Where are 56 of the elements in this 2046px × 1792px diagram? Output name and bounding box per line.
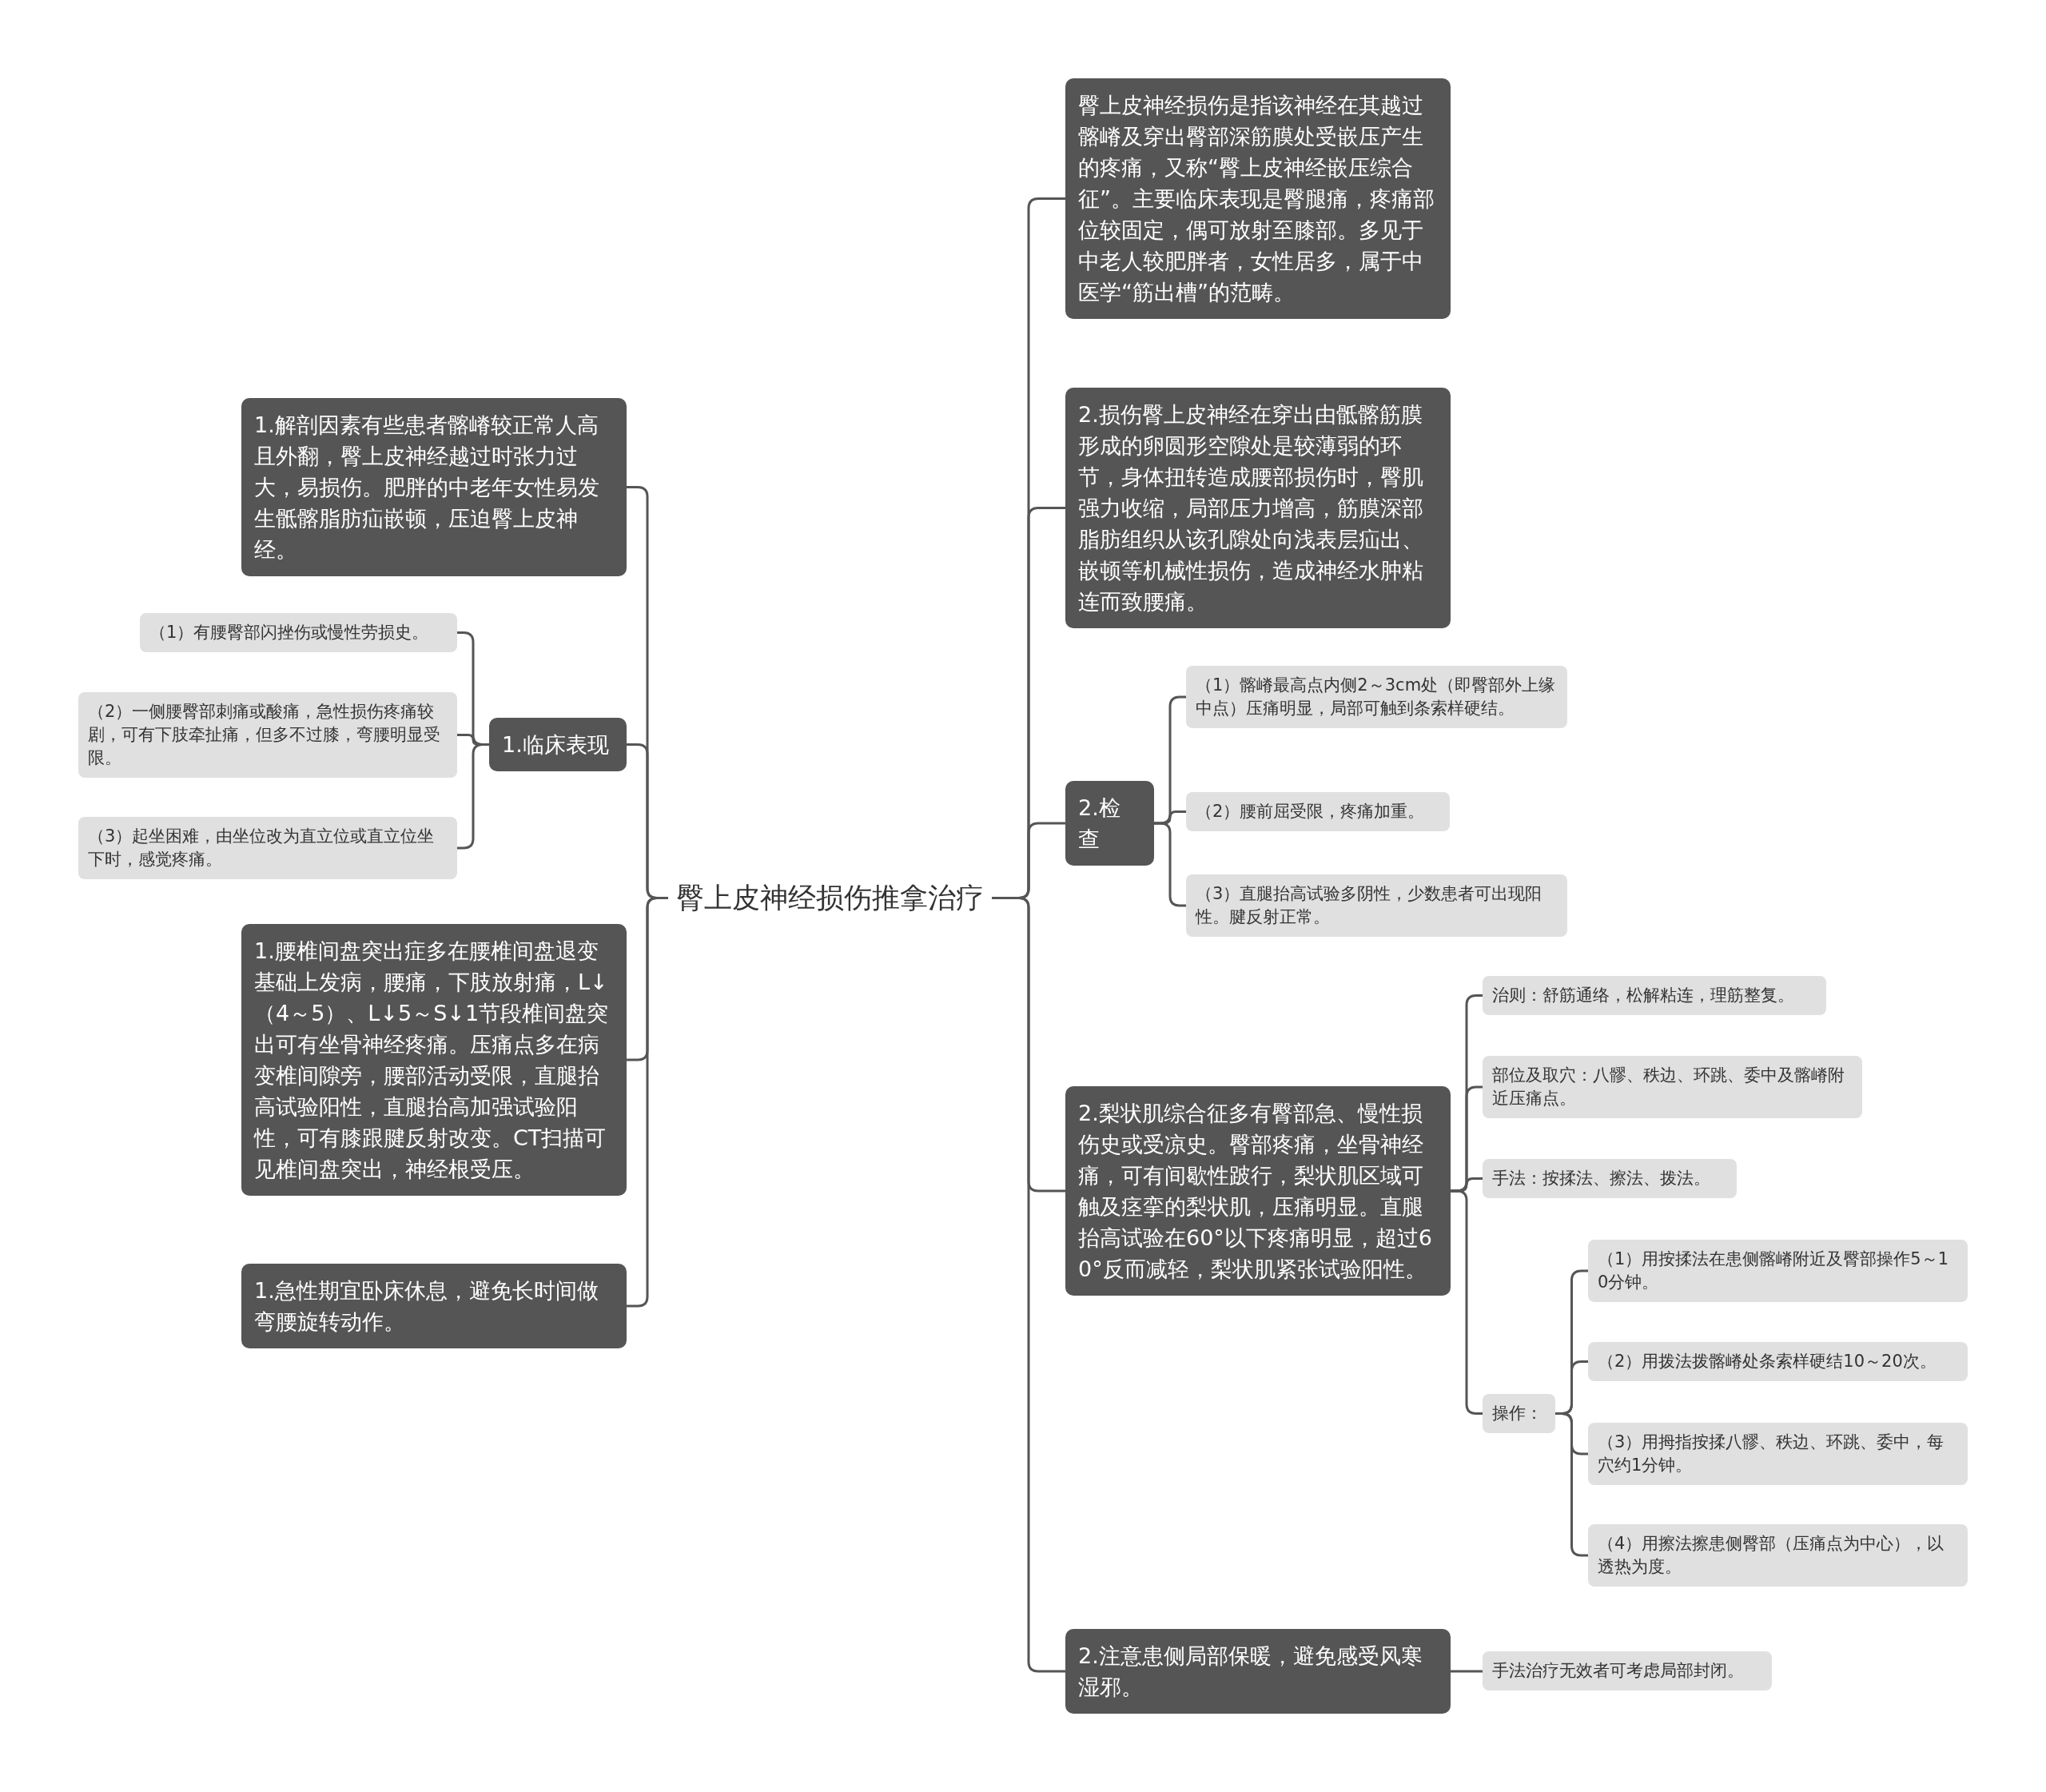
subtopic-box xyxy=(1483,1394,1555,1433)
node-text: 2.损伤臀上皮神经在穿出由骶髂筋膜形成的卵圆形空隙处是较薄弱的环节，身体扭转造成腰部损伤时，臀肌强力收缩，局部压力增高，筋膜深部脂肪组织从该孔隙处向浅表层疝出、嵌顿等机械性损伤，造成神经水肿粘连而致腰痛。 xyxy=(1078,401,1424,615)
node-text: （2）用拨法拨髂嵴处条索样硬结10～20次。 xyxy=(1598,1351,1937,1372)
node-text: 手法治疗无效者可考虑局部封闭。 xyxy=(1492,1660,1745,1682)
topic-box xyxy=(1065,1086,1451,1296)
connector-line xyxy=(1555,1412,1588,1557)
subtopic-box xyxy=(140,613,457,652)
node-text: 2.检查 xyxy=(1078,794,1121,853)
node-text: 1.解剖因素有些患者髂嵴较正常人高且外翻，臀上皮神经越过时张力过大，易损伤。肥胖的中老年女性易发生骶髂脂肪疝嵌顿，压迫臀上皮神经。 xyxy=(254,412,600,563)
node-text: 臀上皮神经损伤推拿治疗 xyxy=(676,881,984,915)
node-text: （3）用拇指按揉八髎、秩边、环跳、委中，每穴约1分钟。 xyxy=(1598,1432,1945,1476)
connector-line xyxy=(457,743,489,850)
node-text: 1.腰椎间盘突出症多在腰椎间盘退变基础上发病，腰痛，下肢放射痛，L↓（4～5）、L↓5～S↓1节段椎间盘突出可有坐骨神经疼痛。压痛点多在病变椎间隙旁，腰部活动受限，直腿抬高试验阳性，直腿抬高加强试验阳性，可有膝跟腱反射改变。CT扫描可见椎间盘突出，神经根受压。 xyxy=(254,938,610,1183)
node-text: （1）用按揉法在患侧髂嵴附近及臀部操作5～10分钟。 xyxy=(1598,1248,1950,1293)
node-text: 2.注意患侧局部保暖，避免感受风寒湿邪。 xyxy=(1078,1643,1423,1701)
node-text: 1.临床表现 xyxy=(502,731,610,759)
subtopic-box xyxy=(1186,792,1450,831)
node-text: （3）起坐困难，由坐位改为直立位或直立位坐下时，感觉疼痛。 xyxy=(88,826,436,870)
node-text: （4）用擦法擦患侧臀部（压痛点为中心），以透热为度。 xyxy=(1598,1533,1945,1578)
node-text: （3）直腿抬高试验多阴性，少数患者可出现阳性。腱反射正常。 xyxy=(1196,883,1543,928)
node-text: 治则：舒筋通络，松解粘连，理筋整复。 xyxy=(1492,985,1795,1006)
subtopic-box xyxy=(1588,1423,1968,1485)
subtopic-box xyxy=(1483,1056,1862,1118)
topic-box xyxy=(1065,388,1451,628)
node-text: （1）有腰臀部闪挫伤或慢性劳损史。 xyxy=(149,622,430,643)
node-text: 部位及取穴：八髎、秩边、环跳、委中及髂嵴附近压痛点。 xyxy=(1492,1065,1845,1109)
subtopic-box xyxy=(1483,1651,1772,1690)
connector-line xyxy=(992,897,1065,1673)
node-text: 手法：按揉法、擦法、拨法。 xyxy=(1492,1168,1711,1189)
connector-line xyxy=(627,897,668,1308)
connector-line xyxy=(1154,822,1186,907)
topic-box xyxy=(1065,1629,1451,1714)
subtopic-box xyxy=(1186,666,1567,728)
node-text: 2.梨状肌综合征多有臀部急、慢性损伤史或受凉史。臀部疼痛，坐骨神经痛，可有间歇性跛行，梨状肌区域可触及痉挛的梨状肌，压痛明显。直腿抬高试验在60°以下疼痛明显，超过60°反而减轻，梨状肌紧张试验阳性。 xyxy=(1078,1100,1434,1283)
topic-box xyxy=(1065,781,1154,866)
node-text: （2）腰前屈受限，疼痛加重。 xyxy=(1196,801,1426,822)
node-text: （1）髂嵴最高点内侧2～3cm处（即臀部外上缘中点）压痛明显，局部可触到条索样硬结。 xyxy=(1196,675,1557,719)
connector-line xyxy=(1451,1670,1483,1673)
topic-box xyxy=(241,924,627,1196)
subtopic-box xyxy=(1588,1342,1968,1381)
node-text: 1.急性期宜卧床休息，避免长时间做弯腰旋转动作。 xyxy=(254,1277,599,1336)
subtopic-box xyxy=(1186,874,1567,937)
topic-box xyxy=(241,1264,627,1348)
subtopic-box xyxy=(78,817,457,879)
subtopic-box xyxy=(1483,976,1826,1015)
node-text: 操作： xyxy=(1492,1403,1543,1424)
topic-box xyxy=(241,398,627,576)
node-text: （2）一侧腰臀部刺痛或酸痛，急性损伤疼痛较剧，可有下肢牵扯痛，但多不过膝，弯腰明显受限。 xyxy=(88,701,441,769)
subtopic-box xyxy=(1588,1524,1968,1587)
connector-line xyxy=(1451,1189,1483,1415)
topic-box xyxy=(489,718,627,771)
topic-box xyxy=(1065,78,1451,319)
node-text: 臀上皮神经损伤是指该神经在其越过髂嵴及穿出臀部深筋膜处受嵌压产生的疼痛，又称“臀上皮神经嵌压综合征”。主要临床表现是臀腿痛，疼痛部位较固定，偶可放射至膝部。多见于中老人较肥胖者，女性居多，属于中医学“筋出槽”的范畴。 xyxy=(1078,92,1435,306)
subtopic-box xyxy=(1483,1159,1737,1198)
subtopic-box xyxy=(78,692,457,778)
subtopic-box xyxy=(1588,1240,1968,1302)
